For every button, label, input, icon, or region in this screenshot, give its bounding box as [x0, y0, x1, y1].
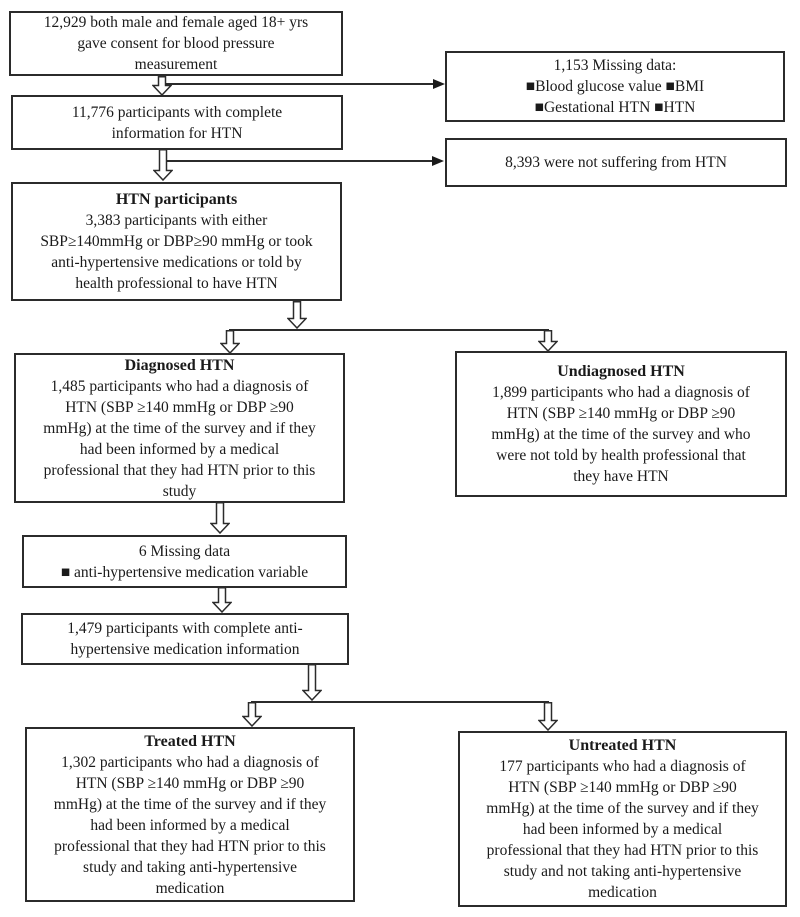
arrow-to-no-htn: [166, 156, 444, 166]
down-arrow-split-to-treated: [242, 702, 262, 727]
flow-box-consent: 12,929 both male and female aged 18+ yrs…: [9, 11, 343, 76]
box-text-line: 11,776 participants with complete: [71, 103, 283, 121]
flow-box-undiagnosed: Undiagnosed HTN 1,899 participants who h…: [455, 351, 787, 497]
box-text: 8,393 were not suffering from HTN: [505, 152, 727, 173]
flow-box-diagnosed: Diagnosed HTN 1,485 participants who had…: [14, 353, 345, 503]
box-title: Untreated HTN: [568, 737, 677, 754]
down-arrow-diagnosed-to-missing-med: [210, 502, 230, 534]
box-text-line: 1,899 participants who had a diagnosis o…: [492, 384, 750, 401]
box-text: 1,899 participants who had a diagnosis o…: [491, 382, 750, 487]
flow-box-complete-medication: 1,479 participants with complete anti-hy…: [21, 613, 349, 665]
box-text-line: 8,393 were not suffering from HTN: [505, 154, 727, 171]
box-text-line: 1,479 participants with complete anti-: [67, 620, 303, 637]
box-text-line: study: [162, 482, 197, 500]
box-text: 6 Missing data ■ anti-hypertensive medica…: [61, 541, 308, 583]
box-text-line: health professional to have HTN: [75, 275, 278, 292]
flow-box-htn-participants: HTN participants 3,383 participants with…: [11, 182, 342, 301]
box-text-line: HTN (SBP ≥140 mmHg or DBP ≥90: [506, 405, 736, 422]
down-arrow-missing-med-to-complete-med: [212, 587, 232, 613]
box-text-line: information for HTN: [111, 124, 243, 142]
box-text-line: study and not taking anti-hypertensive: [503, 863, 742, 880]
down-arrow-split-to-diagnosed: [220, 330, 240, 354]
box-text-line: had been informed by a medical: [90, 816, 290, 834]
flow-box-treated: Treated HTN 1,302 participants who had a…: [25, 727, 355, 902]
box-text-line: SBP≥140mmHg or DBP≥90 mmHg or took: [40, 233, 313, 250]
box-text: 11,776 participants with complete informa…: [72, 102, 282, 144]
box-title: Diagnosed HTN: [124, 356, 235, 374]
box-text-line: professional that they had HTN prior to …: [486, 842, 759, 859]
down-arrow-htn-to-split: [287, 301, 307, 329]
box-text-line: they have HTN: [573, 468, 669, 485]
box-text-line: 1,485 participants who had a diagnosis o…: [50, 377, 309, 395]
box-text: 177 participants who had a diagnosis of H…: [486, 756, 758, 903]
flow-box-missing-baseline: 1,153 Missing data: ■Blood glucose value …: [445, 51, 785, 122]
box-text-line: 12,929 both male and female aged 18+ yrs: [43, 14, 309, 31]
box-text-line: hypertensive medication information: [70, 641, 300, 658]
split-line-treatment: [251, 701, 549, 703]
box-text: 1,485 participants who had a diagnosis o…: [43, 376, 315, 502]
box-text-line: medication: [588, 884, 657, 901]
box-text-line: 1,153 Missing data:: [553, 57, 677, 74]
box-text-line: mmHg) at the time of the survey and if t…: [53, 795, 327, 813]
box-title: Treated HTN: [144, 732, 236, 750]
box-text-line: HTN (SBP ≥140 mmHg or DBP ≥90: [508, 779, 737, 796]
split-line-diagnosis: [229, 329, 549, 331]
box-text-line: ■ anti-hypertensive medication variable: [60, 563, 309, 581]
box-text-line: had been informed by a medical: [79, 440, 280, 458]
box-text-line: mmHg) at the time of the survey and if t…: [486, 800, 759, 817]
box-title: Undiagnosed HTN: [557, 363, 685, 380]
box-text-line: were not told by health professional tha…: [496, 447, 746, 464]
box-text-line: mmHg) at the time of the survey and who: [491, 426, 751, 443]
box-title: HTN participants: [115, 191, 238, 208]
box-text-line: anti-hypertensive medications or told by: [51, 254, 302, 271]
down-arrow-complete-info-to-htn: [153, 149, 173, 181]
down-arrow-consent-to-complete-info: [152, 76, 172, 96]
box-text: 1,479 participants with complete anti-hy…: [67, 618, 302, 660]
box-text: 1,302 participants who had a diagnosis o…: [54, 752, 326, 899]
box-text-line: 1,302 participants who had a diagnosis o…: [61, 753, 319, 771]
box-text-line: professional that they had HTN prior to …: [43, 461, 316, 479]
box-text-line: medication: [155, 879, 225, 897]
box-text: 1,153 Missing data: ■Blood glucose value …: [526, 55, 704, 118]
box-text-line: 6 Missing data: [138, 542, 231, 560]
arrow-to-missing-baseline: [165, 79, 445, 89]
box-text-line: ■Gestational HTN ■HTN: [534, 99, 696, 116]
down-arrow-split-to-untreated: [538, 702, 558, 731]
box-text-line: had been informed by a medical: [522, 821, 723, 838]
box-text-line: 177 participants who had a diagnosis of: [499, 758, 746, 775]
flow-box-complete-info: 11,776 participants with complete informa…: [11, 95, 343, 150]
box-text-line: study and taking anti-hypertensive: [83, 858, 297, 876]
flow-box-missing-medication: 6 Missing data ■ anti-hypertensive medica…: [22, 535, 347, 588]
down-arrow-split-to-undiagnosed: [538, 330, 558, 352]
box-text-line: mmHg) at the time of the survey and if t…: [43, 419, 316, 437]
box-text-line: professional that they had HTN prior to …: [54, 837, 326, 855]
box-text: 12,929 both male and female aged 18+ yrs…: [44, 12, 308, 75]
flow-box-untreated: Untreated HTN 177 participants who had a…: [458, 731, 787, 907]
down-arrow-complete-med-to-split: [302, 664, 322, 701]
box-text-line: ■Blood glucose value ■BMI: [525, 78, 705, 95]
box-text-line: 3,383 participants with either: [85, 212, 268, 229]
box-text-line: measurement: [134, 56, 218, 73]
box-text-line: gave consent for blood pressure: [77, 35, 275, 52]
box-text-line: HTN (SBP ≥140 mmHg or DBP ≥90: [65, 398, 294, 416]
flow-box-no-htn: 8,393 were not suffering from HTN: [445, 138, 787, 187]
box-text-line: HTN (SBP ≥140 mmHg or DBP ≥90: [75, 774, 305, 792]
